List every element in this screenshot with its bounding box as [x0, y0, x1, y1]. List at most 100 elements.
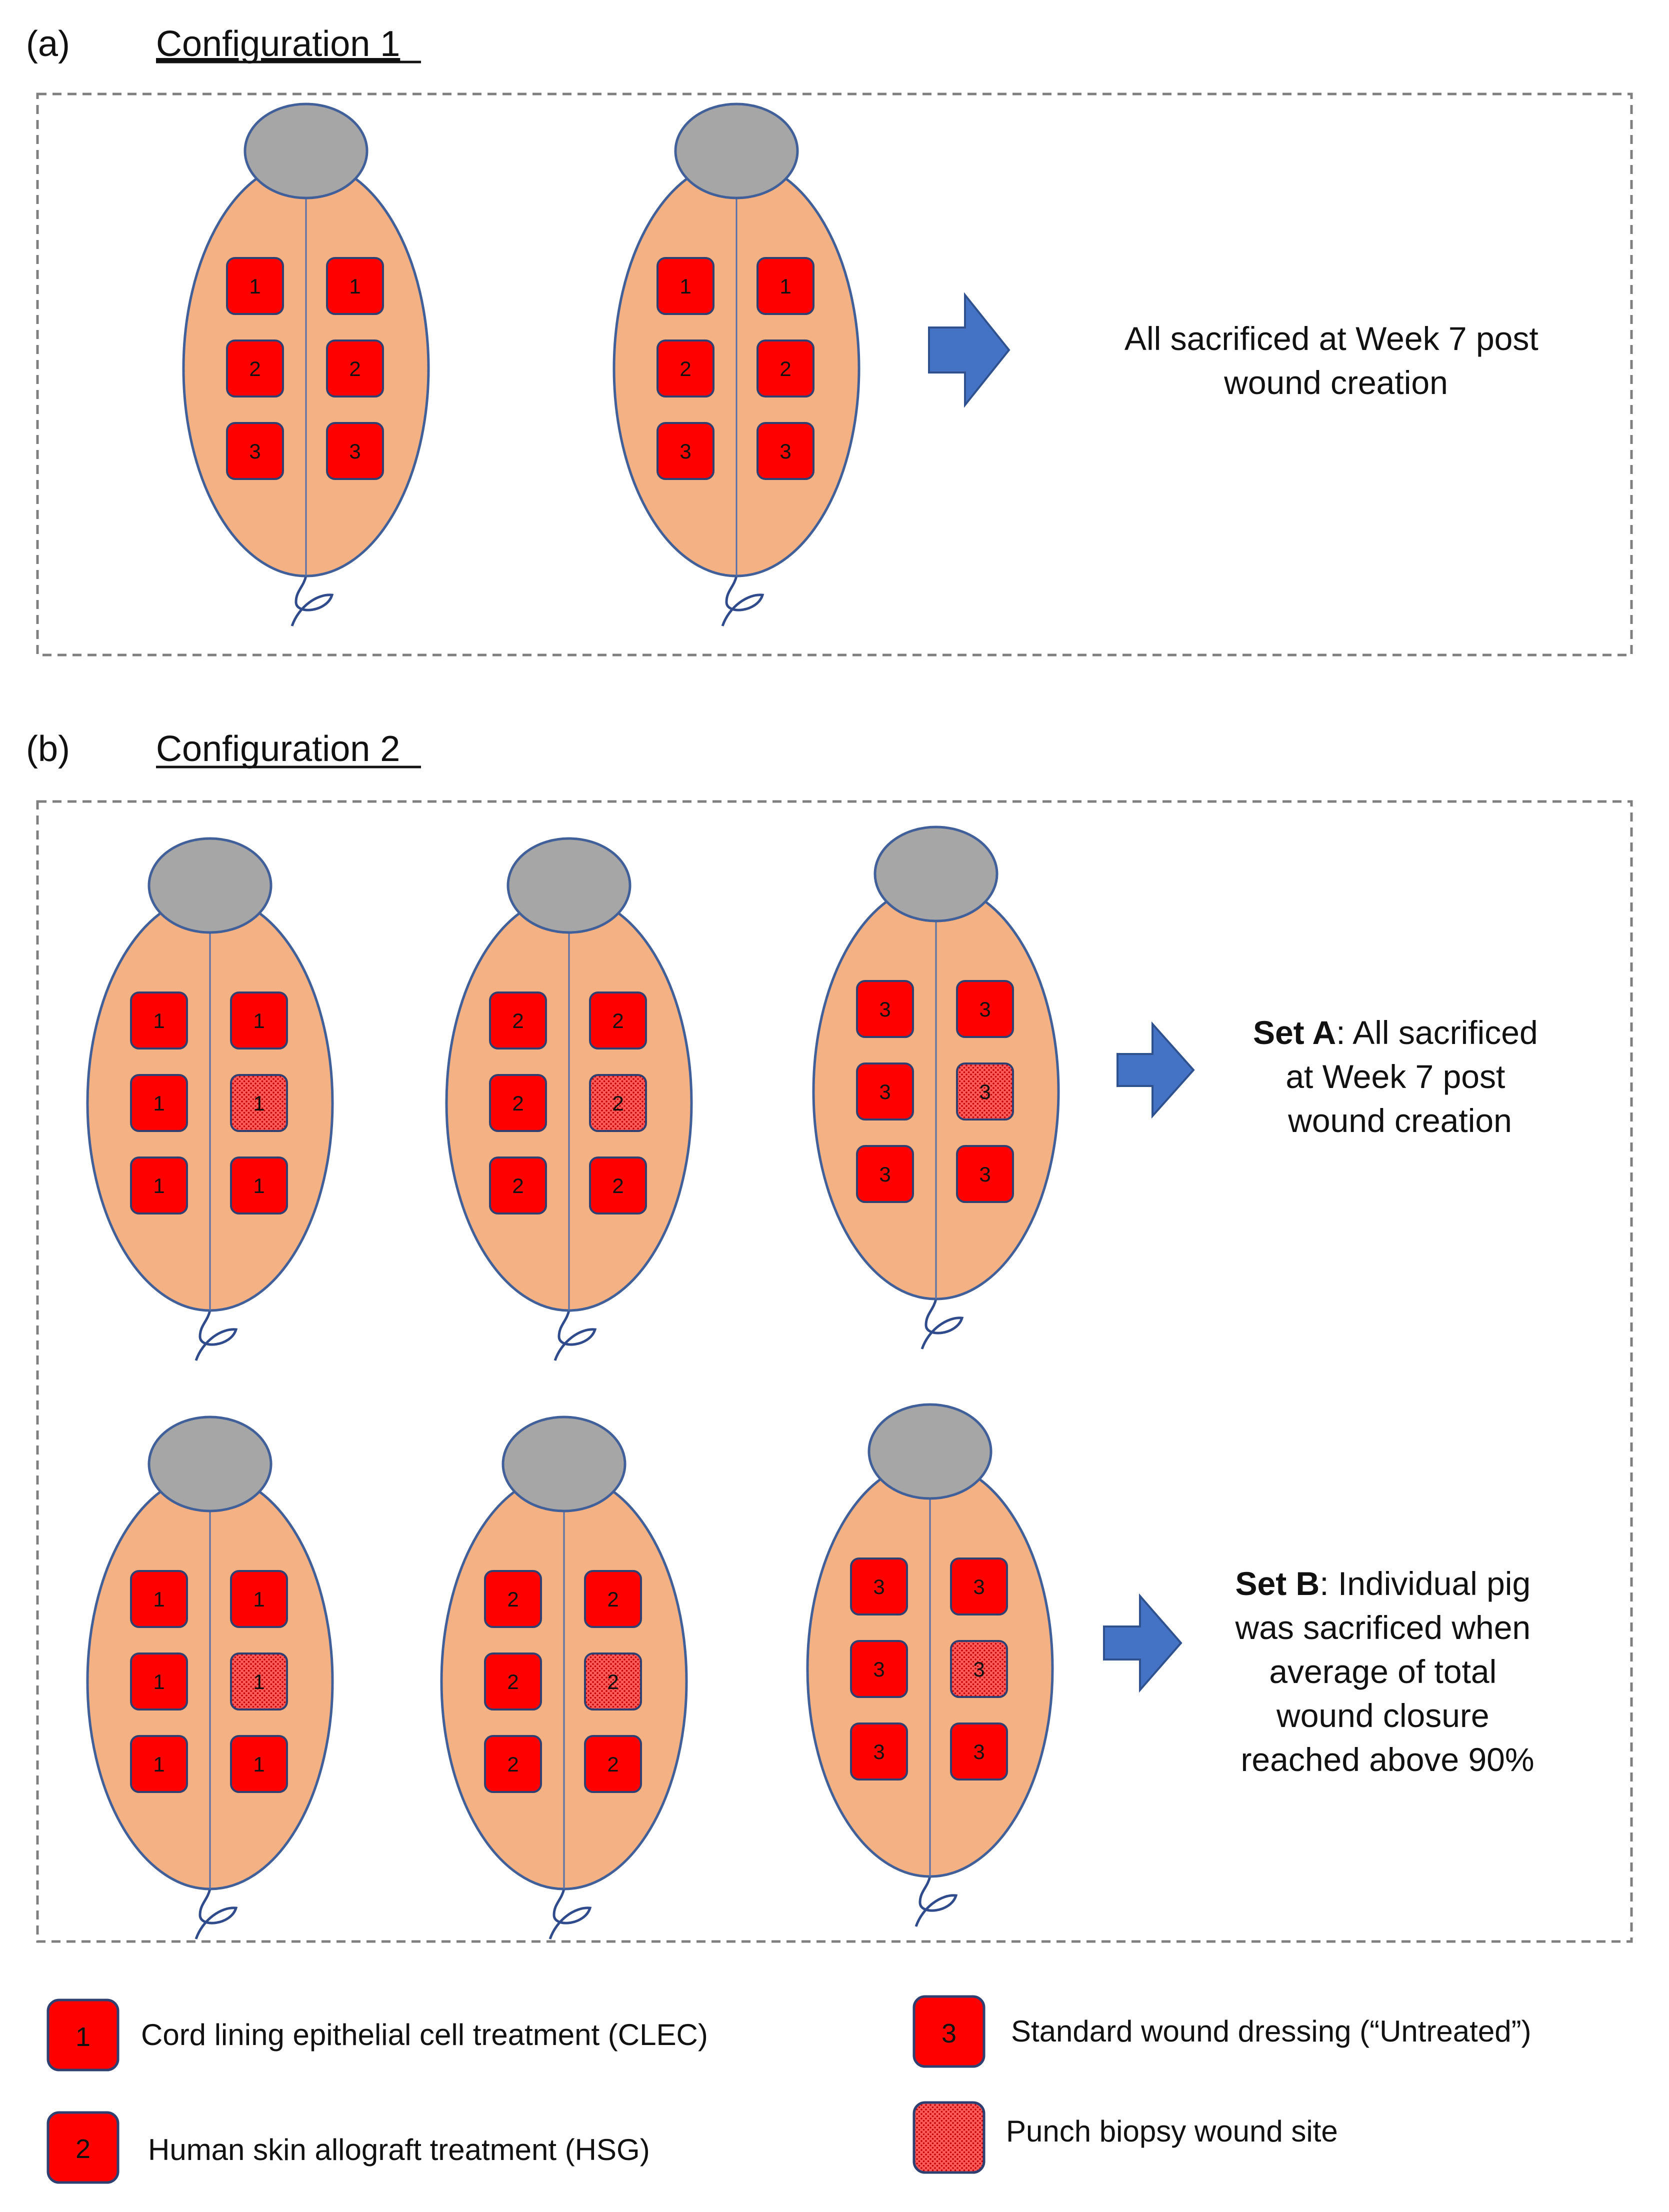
panel-a-title: Configuration 1 [156, 24, 400, 64]
wound-site [489, 1074, 547, 1132]
wound-number: 1 [253, 1174, 264, 1198]
wound-number: 3 [979, 1162, 990, 1186]
wound-site [230, 1156, 288, 1214]
wound-site [589, 992, 647, 1050]
wound-number: 3 [879, 998, 890, 1021]
set-a-note-line-3: wound creation [1288, 1102, 1512, 1139]
pig-head [674, 102, 799, 200]
wound-number: 2 [249, 357, 260, 380]
wound-number: 2 [507, 1752, 518, 1776]
wound-site [950, 1722, 1008, 1780]
wound-number: 1 [153, 1752, 164, 1776]
wound-site [130, 1735, 188, 1793]
wound-site [856, 980, 914, 1038]
legend-label-3: Standard wound dressing (“Untreated”) [1011, 2014, 1532, 2048]
pig-tail [554, 1310, 597, 1361]
pig-tail [290, 576, 334, 626]
legend-key-3: 3 [942, 2018, 956, 2048]
wound-number: 2 [607, 1752, 618, 1776]
wound-site [484, 1735, 542, 1793]
wound-site [956, 1145, 1014, 1203]
wound-number: 1 [153, 1588, 164, 1611]
wound-site [226, 257, 284, 315]
wound-number: 1 [249, 274, 260, 298]
wound-number: 1 [253, 1588, 264, 1611]
wound-number: 1 [253, 1670, 264, 1694]
wound-number: 2 [512, 1009, 524, 1032]
wound-number: 3 [979, 998, 990, 1021]
legend-item-biopsy: Punch biopsy wound site [912, 2101, 1338, 2174]
wound-site [230, 1735, 288, 1793]
legend-label-2: Human skin allograft treatment (HSG) [148, 2133, 650, 2166]
legend: 1 Cord lining epithelial cell treatment … [46, 1995, 1532, 2184]
wound-number: 1 [153, 1670, 164, 1694]
wound-number: 2 [507, 1670, 518, 1694]
biopsy-wound-site [230, 1074, 288, 1132]
wound-site [656, 340, 714, 398]
biopsy-wound-site [950, 1640, 1008, 1698]
wound-number: 3 [249, 440, 260, 463]
set-b-note: Set B: Individual pig was sacrificed whe… [1235, 1565, 1540, 1778]
wound-number: 3 [780, 440, 791, 463]
wound-number: 2 [512, 1174, 524, 1198]
panel-a-note-line-2: wound creation [1224, 364, 1448, 401]
panel-a-arrow [928, 292, 1010, 408]
wound-site [130, 992, 188, 1050]
wound-number: 2 [507, 1588, 518, 1611]
set-b-note-line-2: was sacrificed when [1235, 1609, 1531, 1646]
wound-site [484, 1570, 542, 1628]
wound-site [956, 980, 1014, 1038]
wound-site [130, 1074, 188, 1132]
pig-tail [194, 1310, 238, 1361]
wound-number: 3 [973, 1658, 984, 1681]
wound-number: 2 [349, 357, 360, 380]
wound-site [489, 1156, 547, 1214]
set-b-arrow [1103, 1593, 1182, 1693]
biopsy-wound-site [230, 1652, 288, 1710]
pig-tail [548, 1888, 592, 1940]
wound-site [226, 422, 284, 480]
legend-item-clec: 1 Cord lining epithelial cell treatment … [46, 1998, 708, 2072]
pig-head [244, 102, 368, 200]
legend-swatch-3 [912, 1995, 986, 2068]
wound-site [856, 1145, 914, 1203]
wound-number: 3 [349, 440, 360, 463]
wound-number: 3 [973, 1740, 984, 1764]
wound-site [584, 1570, 642, 1628]
set-b-note-line-5: reached above 90% [1240, 1741, 1534, 1778]
wound-site [950, 1558, 1008, 1616]
wound-site [756, 340, 814, 398]
wound-number: 3 [973, 1575, 984, 1598]
biopsy-wound-site [584, 1652, 642, 1710]
biopsy-wound-site [956, 1062, 1014, 1120]
wound-site [850, 1722, 908, 1780]
wound-site [589, 1156, 647, 1214]
pig-tail [721, 576, 764, 626]
wound-site [130, 1570, 188, 1628]
wound-number: 3 [979, 1080, 990, 1104]
set-a-note: Set A: All sacrificed at Week 7 post wou… [1253, 1014, 1547, 1139]
legend-swatch-2 [46, 2111, 120, 2184]
legend-key-2: 2 [76, 2134, 90, 2164]
wound-number: 1 [153, 1092, 164, 1115]
wound-number: 2 [607, 1588, 618, 1611]
set-a-note-rest: : All sacrificed [1336, 1014, 1538, 1051]
wound-site [489, 992, 547, 1050]
wound-number: 1 [780, 274, 791, 298]
wound-number: 2 [780, 357, 791, 380]
set-b-note-rest: : Individual pig [1320, 1565, 1530, 1602]
wound-site [226, 340, 284, 398]
wound-site [856, 1062, 914, 1120]
pig-head [148, 1416, 272, 1512]
wound-number: 3 [873, 1740, 884, 1764]
legend-swatch-biopsy [912, 2101, 986, 2174]
wound-site [326, 340, 384, 398]
set-a-note-line-2: at Week 7 post [1286, 1058, 1505, 1095]
